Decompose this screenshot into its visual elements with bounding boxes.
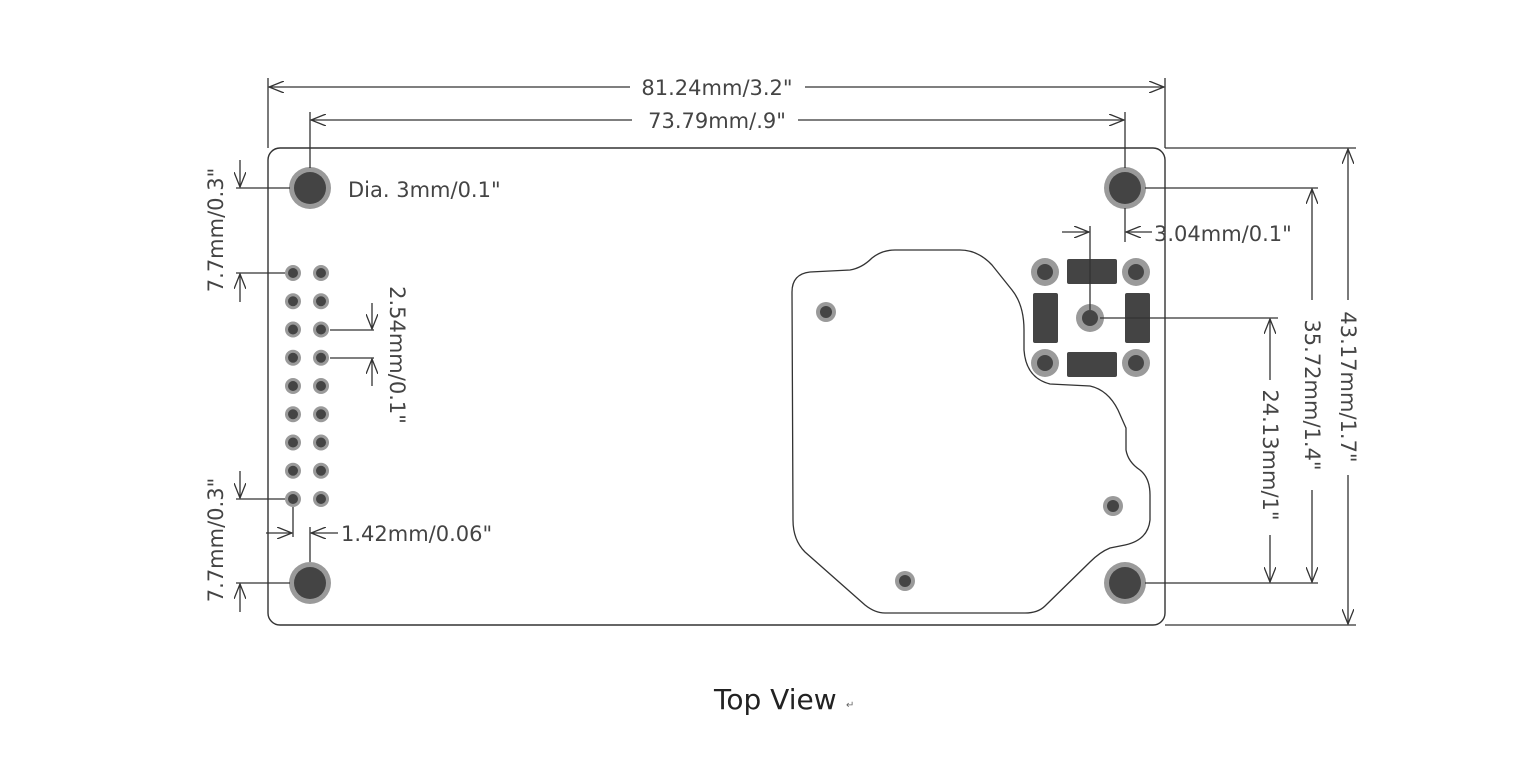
header-pin bbox=[313, 434, 329, 451]
mounting-hole bbox=[289, 562, 331, 604]
board-outline bbox=[267, 147, 1166, 626]
header-pin bbox=[313, 491, 329, 507]
small-hole bbox=[1103, 496, 1123, 516]
hole-diameter-label: Dia. 3mm/0.1" bbox=[348, 178, 501, 202]
header-pin bbox=[313, 406, 329, 423]
header-pin bbox=[285, 434, 301, 451]
dim-label: 81.24mm/3.2" bbox=[641, 76, 792, 100]
through-hole-pad bbox=[1031, 349, 1059, 377]
small-hole bbox=[816, 302, 836, 322]
sensor-component bbox=[1031, 258, 1150, 377]
dim-label: 7.7mm/0.3" bbox=[204, 478, 228, 602]
header-pin bbox=[285, 378, 301, 394]
header-pin bbox=[285, 491, 301, 507]
mounting-hole bbox=[1104, 562, 1146, 604]
through-hole-pad bbox=[1122, 258, 1150, 286]
header-pin bbox=[313, 293, 329, 310]
dimension-header-offset: 1.42mm/0.06" bbox=[266, 507, 492, 562]
dimension-header-to-hole: 7.7mm/0.3" bbox=[204, 471, 290, 612]
header-pin bbox=[285, 265, 301, 281]
header-pin bbox=[313, 462, 329, 479]
dimension-hole-spacing-height: 35.72mm/1.4" bbox=[1145, 187, 1324, 584]
dimension-pin-pitch: 2.54mm/0.1" bbox=[330, 286, 409, 424]
header-pin bbox=[285, 462, 301, 479]
small-holes bbox=[816, 302, 1123, 591]
smd-pad bbox=[1033, 293, 1058, 343]
view-title: Top View bbox=[713, 683, 837, 716]
module-outline bbox=[791, 249, 1151, 614]
dim-label: 24.13mm/1" bbox=[1258, 389, 1282, 520]
header-pin bbox=[285, 293, 301, 310]
dimension-sensor-to-hole: 24.13mm/1" bbox=[1100, 317, 1282, 582]
dim-label: 43.17mm/1.7" bbox=[1336, 311, 1360, 462]
header-pin bbox=[313, 321, 329, 338]
through-hole-pad bbox=[1076, 304, 1104, 332]
dimension-total-width: 81.24mm/3.2" bbox=[267, 76, 1166, 148]
dimension-hole-spacing-width: 73.79mm/.9" bbox=[309, 109, 1126, 168]
header-pin bbox=[313, 349, 329, 366]
through-hole-pad bbox=[1031, 258, 1059, 286]
mounting-holes bbox=[289, 167, 1146, 604]
header-pins bbox=[285, 265, 329, 507]
header-pin bbox=[285, 406, 301, 423]
dim-label: 7.7mm/0.3" bbox=[204, 168, 228, 292]
header-pin bbox=[285, 321, 301, 338]
through-hole-pad bbox=[1122, 349, 1150, 377]
small-hole bbox=[895, 571, 915, 591]
dim-label: 35.72mm/1.4" bbox=[1300, 319, 1324, 470]
smd-pad bbox=[1067, 352, 1117, 377]
dimension-sensor-offset: 3.04mm/0.1" bbox=[1062, 208, 1292, 310]
mounting-hole bbox=[1104, 167, 1146, 209]
dimension-total-height: 43.17mm/1.7" bbox=[1165, 147, 1360, 626]
paragraph-mark: ↵ bbox=[846, 700, 854, 711]
dim-label: 73.79mm/.9" bbox=[648, 109, 786, 133]
mounting-hole bbox=[289, 167, 331, 209]
dim-label: 2.54mm/0.1" bbox=[385, 286, 409, 424]
dimension-top-edge-to-header: 7.7mm/0.3" bbox=[204, 160, 290, 302]
dim-label: 3.04mm/0.1" bbox=[1154, 222, 1292, 246]
header-pin bbox=[313, 265, 329, 281]
header-pin bbox=[313, 378, 329, 394]
dim-label: 1.42mm/0.06" bbox=[341, 522, 492, 546]
header-pin bbox=[285, 349, 301, 366]
smd-pad bbox=[1067, 259, 1117, 284]
